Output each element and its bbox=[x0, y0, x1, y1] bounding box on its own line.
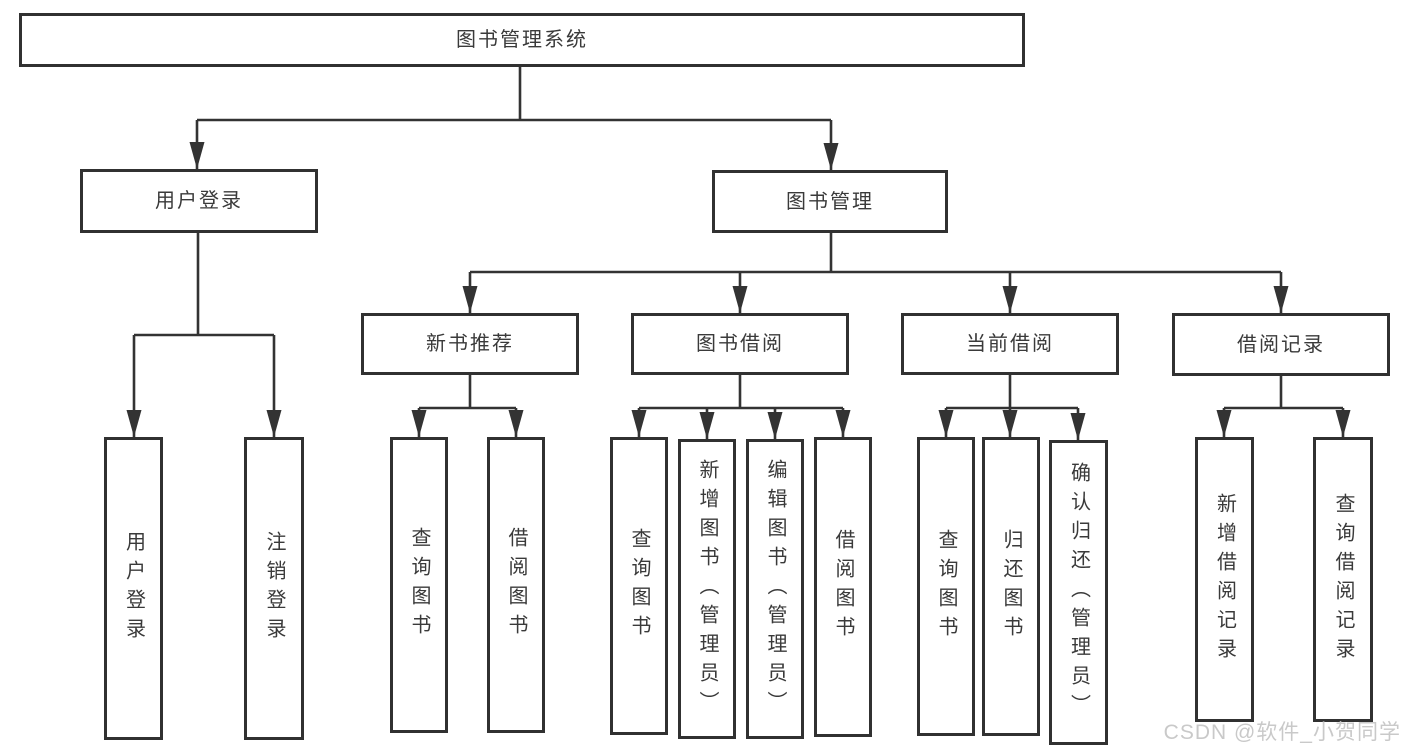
node-leaf-add-book-admin: 新增图书（管理员） bbox=[678, 439, 736, 739]
connector-borrow-records bbox=[1216, 375, 1351, 437]
node-leaf-add-borrow-record: 新增借阅记录 bbox=[1195, 437, 1254, 722]
connector-root-to-level2 bbox=[189, 64, 839, 170]
node-leaf-logout: 注销登录 bbox=[244, 437, 304, 740]
node-leaf-query-books-2: 查询图书 bbox=[610, 437, 668, 735]
node-book-management-branch: 图书管理 bbox=[712, 170, 948, 233]
node-current-borrow: 当前借阅 bbox=[901, 313, 1119, 375]
node-leaf-confirm-return-admin: 确认归还（管理员） bbox=[1049, 440, 1108, 745]
node-user-login-branch: 用户登录 bbox=[80, 169, 318, 233]
connector-book-borrow bbox=[631, 375, 851, 439]
csdn-watermark: CSDN @软件_小贺同学 bbox=[1163, 721, 1401, 744]
node-new-book-recommend: 新书推荐 bbox=[361, 313, 579, 375]
node-leaf-query-books-3: 查询图书 bbox=[917, 437, 975, 736]
connector-current-borrow bbox=[938, 375, 1086, 440]
node-borrow-records: 借阅记录 bbox=[1172, 313, 1390, 376]
node-leaf-borrow-books-2: 借阅图书 bbox=[814, 437, 872, 737]
node-library-system: 图书管理系统 bbox=[19, 13, 1025, 67]
connector-new-book-rec bbox=[411, 375, 524, 437]
node-leaf-edit-book-admin: 编辑图书（管理员） bbox=[746, 439, 804, 739]
connector-book-mgmt-to-level3 bbox=[462, 233, 1289, 313]
node-leaf-query-borrow-record: 查询借阅记录 bbox=[1313, 437, 1373, 722]
node-leaf-return-book: 归还图书 bbox=[982, 437, 1040, 736]
connector-user-login-branch bbox=[126, 233, 282, 437]
node-book-borrow: 图书借阅 bbox=[631, 313, 849, 375]
node-leaf-query-books-1: 查询图书 bbox=[390, 437, 448, 733]
node-leaf-borrow-books-1: 借阅图书 bbox=[487, 437, 545, 733]
node-leaf-user-login: 用户登录 bbox=[104, 437, 163, 740]
